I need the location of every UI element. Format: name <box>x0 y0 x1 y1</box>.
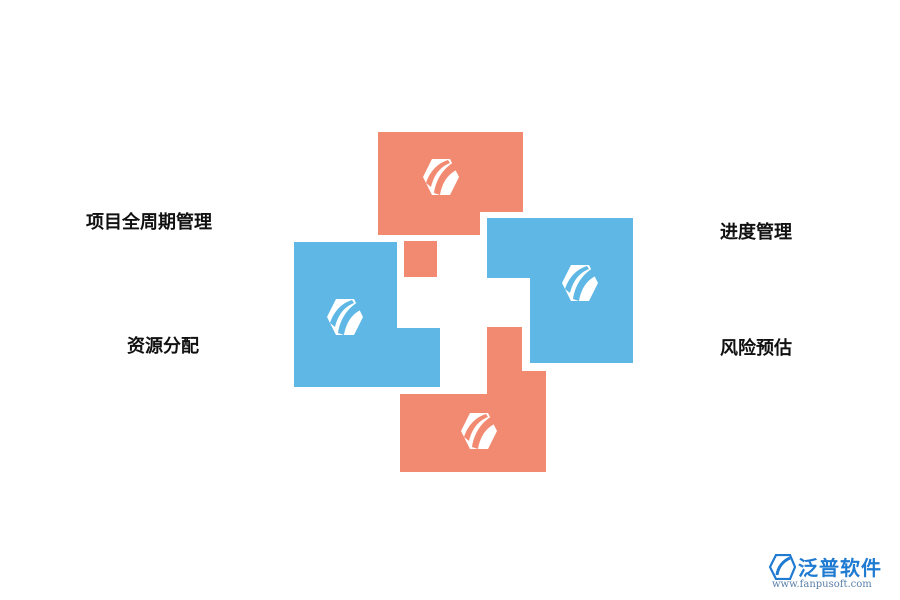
block-top-salmon <box>378 132 523 277</box>
block-left-blue <box>294 242 440 387</box>
block-bottom-salmon <box>400 327 546 472</box>
fanpu-logo-icon <box>768 554 796 580</box>
watermark-name: 泛普软件 <box>798 556 882 580</box>
block-right-blue <box>487 218 633 363</box>
label-risk-estimation: 风险预估 <box>720 338 792 359</box>
connector-square-salmon <box>404 241 437 277</box>
watermark-logo: 泛普软件 www.fanpusoft.com <box>768 552 894 596</box>
watermark-url: www.fanpusoft.com <box>772 579 872 590</box>
label-schedule-management: 进度管理 <box>720 222 792 243</box>
label-project-lifecycle: 项目全周期管理 <box>86 212 212 233</box>
label-resource-allocation: 资源分配 <box>127 336 199 357</box>
